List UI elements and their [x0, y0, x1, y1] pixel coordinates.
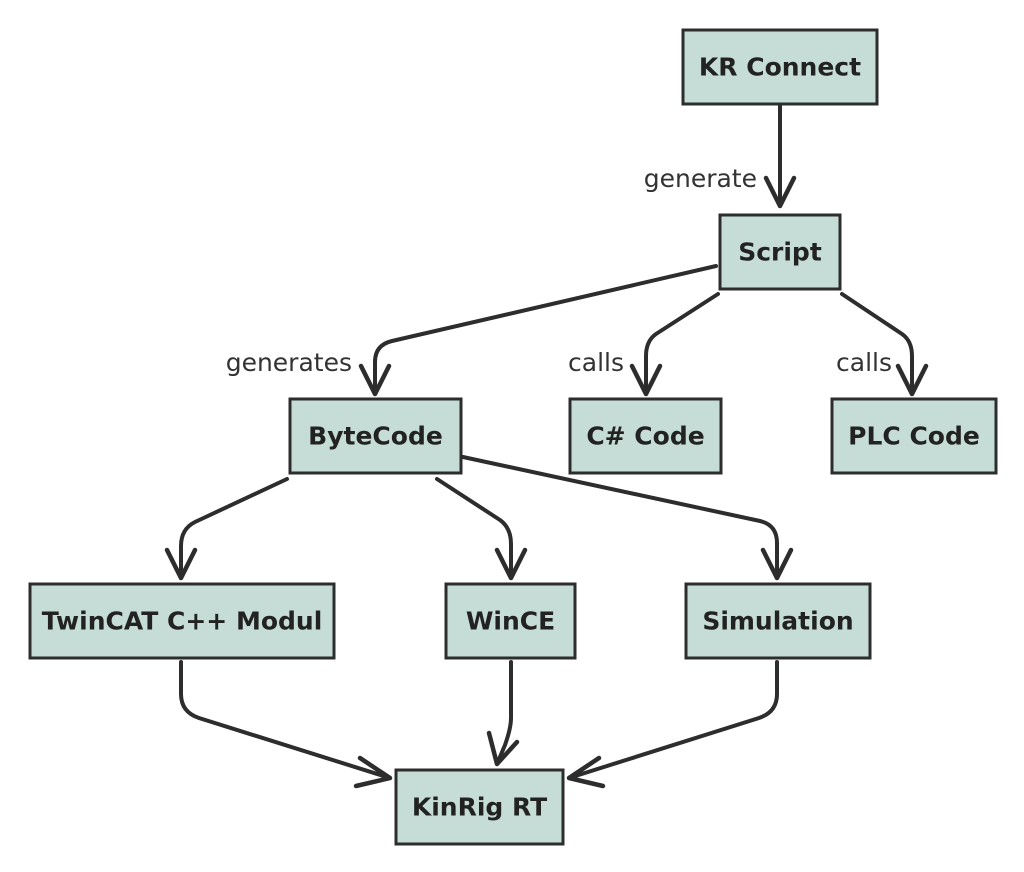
node-twincat: TwinCAT C++ Modul [28, 582, 336, 660]
svg-text:Script: Script [738, 238, 822, 267]
svg-text:PLC Code: PLC Code [848, 422, 980, 451]
svg-text:C# Code: C# Code [586, 422, 704, 451]
edge-bytecode-to-twincat [164, 477, 289, 581]
edge-twincat-to-kinrig [179, 660, 393, 789]
node-plc-code: PLC Code [830, 397, 998, 475]
svg-text:TwinCAT C++ Modul: TwinCAT C++ Modul [42, 607, 323, 636]
svg-text:Simulation: Simulation [702, 607, 853, 636]
node-kinrig-rt: KinRig RT [394, 768, 565, 846]
svg-text:KR Connect: KR Connect [699, 53, 861, 82]
edge-simulation-to-kinrig [566, 660, 779, 789]
node-bytecode: ByteCode [288, 397, 463, 475]
edge-script-to-bytecode [358, 264, 718, 397]
edge-bytecode-to-simulation [461, 455, 794, 581]
node-simulation: Simulation [684, 582, 872, 660]
edge-bytecode-to-wince [435, 477, 528, 581]
edge-script-to-csharp [629, 292, 720, 397]
edge-label-generate: generate [644, 164, 757, 193]
node-csharp-code: C# Code [568, 397, 723, 475]
svg-text:KinRig RT: KinRig RT [412, 793, 547, 822]
node-kr-connect: KR Connect [681, 28, 879, 106]
edge-label-calls-csharp: calls [568, 348, 624, 377]
edge-label-generates: generates [226, 348, 352, 377]
edge-script-to-plc [840, 292, 929, 397]
edge-krconnect-to-script [763, 104, 797, 209]
node-script: Script [718, 213, 842, 291]
edge-label-calls-plc: calls [836, 348, 892, 377]
node-wince: WinCE [444, 582, 577, 660]
edge-wince-to-kinrig [486, 660, 520, 767]
svg-text:ByteCode: ByteCode [308, 422, 443, 451]
svg-text:WinCE: WinCE [466, 607, 555, 636]
